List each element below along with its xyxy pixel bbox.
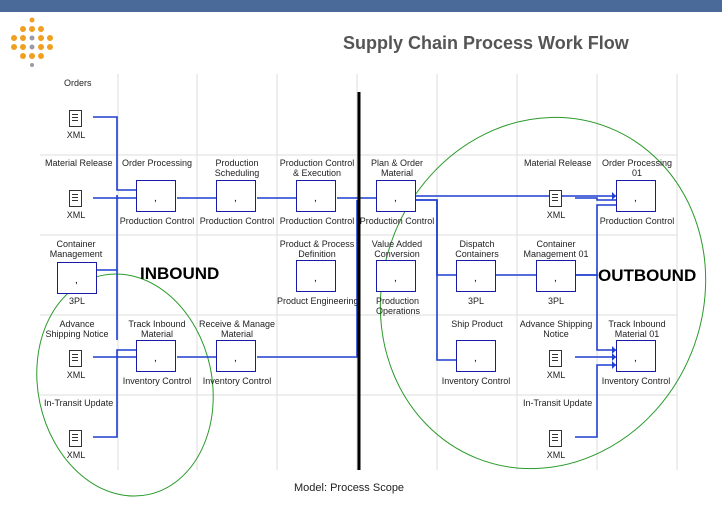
role-label: Inventory Control: [122, 376, 192, 386]
process-box-plan-order-material[interactable]: ,: [376, 180, 416, 212]
process-box-container-management[interactable]: ,: [57, 262, 97, 294]
role-label: Inventory Control: [441, 376, 511, 386]
dot-logo: [11, 17, 53, 67]
outbound-label: OUTBOUND: [598, 266, 697, 285]
process-box-product-process-definition[interactable]: ,: [296, 260, 336, 292]
role-label: 3PL: [68, 296, 85, 306]
footer-caption: Model: Process Scope: [294, 482, 405, 494]
role-label: Production Control: [599, 216, 675, 226]
col-production-scheduling: Production Scheduling: [214, 158, 260, 178]
process-box-production-control-execution[interactable]: ,: [296, 180, 336, 212]
row-label-in-transit: In-Transit Update: [44, 398, 114, 408]
role-label: Inventory Control: [202, 376, 272, 386]
xml-document-icon: XML: [56, 190, 96, 230]
row-label-container-management-01: Container Management 01: [523, 239, 589, 259]
col-value-added-conversion: Value Added Conversion: [371, 239, 423, 259]
role-label: Production Control: [199, 216, 275, 226]
xml-document-icon: XML: [56, 350, 96, 390]
row-label-in-transit-right: In-Transit Update: [523, 398, 593, 408]
row-label-container-management: Container Management: [49, 239, 103, 259]
process-box-track-inbound-material-01[interactable]: ,: [616, 340, 656, 372]
role-label: 3PL: [547, 296, 564, 306]
col-dispatch-containers: Dispatch Containers: [455, 239, 499, 259]
process-box-order-processing[interactable]: ,: [136, 180, 176, 212]
process-box-dispatch-containers[interactable]: ,: [456, 260, 496, 292]
inbound-label: INBOUND: [140, 264, 220, 283]
col-track-inbound-material: Track Inbound Material: [128, 319, 186, 339]
xml-document-icon: XML: [56, 110, 96, 150]
xml-document-icon: XML: [56, 430, 96, 470]
row-label-advance-shipping-right: Advance Shipping Notice: [519, 319, 593, 339]
row-label-material-release: Material Release: [45, 158, 113, 168]
row-label-material-release-right: Material Release: [524, 158, 592, 168]
col-track-inbound-material-01: Track Inbound Material 01: [608, 319, 666, 339]
role-label: Production Control: [119, 216, 195, 226]
col-ship-product: Ship Product: [451, 319, 503, 329]
col-receive-manage-material: Receive & Manage Material: [198, 319, 276, 339]
process-box-production-scheduling[interactable]: ,: [216, 180, 256, 212]
xml-document-icon: XML: [536, 350, 576, 390]
col-product-process-definition: Product & Process Definition: [279, 239, 355, 259]
col-order-processing: Order Processing: [121, 158, 193, 168]
col-plan-order-material: Plan & Order Material: [370, 158, 424, 178]
process-box-track-inbound-material[interactable]: ,: [136, 340, 176, 372]
col-production-control-execution: Production Control & Execution: [279, 158, 355, 178]
role-label: Product Engineering: [277, 296, 359, 306]
page-title: Supply Chain Process Work Flow: [343, 33, 629, 53]
row-label-advance-shipping: Advance Shipping Notice: [45, 319, 109, 339]
top-bar: [0, 0, 722, 12]
role-label: Inventory Control: [601, 376, 671, 386]
xml-document-icon: XML: [536, 190, 576, 230]
role-label: 3PL: [467, 296, 484, 306]
process-box-ship-product[interactable]: ,: [456, 340, 496, 372]
col-order-processing-01: Order Processing 01: [601, 158, 673, 178]
process-box-value-added-conversion[interactable]: ,: [376, 260, 416, 292]
process-box-container-management-01[interactable]: ,: [536, 260, 576, 292]
process-box-receive-manage-material[interactable]: ,: [216, 340, 256, 372]
role-label: Production Control: [359, 216, 435, 226]
row-label-orders: Orders: [64, 78, 92, 88]
xml-document-icon: XML: [536, 430, 576, 470]
role-label: Production Operations: [376, 296, 421, 316]
role-label: Production Control: [279, 216, 355, 226]
process-box-order-processing-01[interactable]: ,: [616, 180, 656, 212]
